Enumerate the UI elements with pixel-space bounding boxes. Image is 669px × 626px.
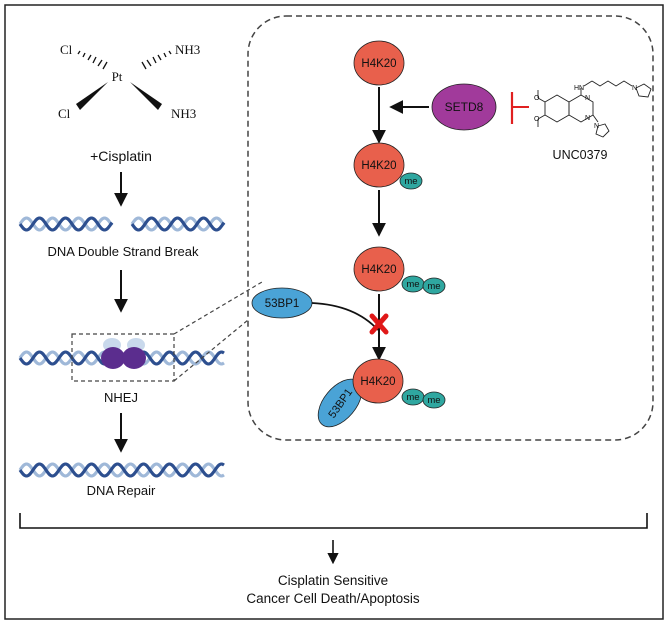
setd8-label: SETD8 [445, 100, 484, 114]
dsb-left-strand [18, 216, 114, 232]
outcome-line-2: Cancer Cell Death/Apoptosis [246, 591, 420, 606]
unc0379-atoms: HN N N N N O O [534, 85, 637, 130]
hashed-bond-nh3 [141, 50, 172, 70]
outcome-bracket [19, 513, 648, 529]
hashed-bond-cl [77, 50, 108, 70]
h4k20-node-3 [353, 246, 405, 292]
ku-protein-left [101, 347, 125, 369]
cl-bottom-atom: Cl [58, 106, 71, 121]
nh3-bottom-atom: NH3 [171, 106, 196, 121]
svg-text:N: N [585, 95, 590, 102]
nh3-top-atom: NH3 [175, 42, 200, 57]
repair-label: DNA Repair [87, 483, 156, 498]
zoom-line-top [173, 281, 263, 335]
zoom-line-bottom [173, 319, 249, 382]
bp53-free-label: 53BP1 [265, 298, 300, 310]
methyl-mark-c2 [422, 391, 446, 409]
h4k20-node-1 [353, 40, 405, 86]
methyl-mark-a [399, 172, 423, 190]
cl-top-atom: Cl [60, 42, 73, 57]
blocked-cross-icon [369, 313, 389, 335]
dsb-label: DNA Double Strand Break [47, 244, 199, 259]
arrow-53bp1-binding [311, 302, 379, 331]
svg-text:N: N [594, 123, 599, 130]
h4k20-label-1: H4K20 [361, 58, 396, 70]
svg-text:HN: HN [574, 85, 584, 92]
methyl-label-b2: me [427, 281, 440, 292]
nhej-zoom-box [71, 333, 175, 382]
setd8-enzyme [431, 83, 497, 131]
wedge-bond-nh3 [130, 82, 162, 110]
outcome-line-1: Cisplatin Sensitive [278, 573, 388, 588]
methyl-label-b1: me [406, 279, 419, 290]
nhej-label: NHEJ [104, 390, 138, 405]
repair-strand [18, 462, 225, 478]
pt-atom: Pt [112, 69, 123, 84]
h4k20-node-4 [352, 358, 404, 404]
dna-repaired-helix [18, 462, 225, 478]
methyl-label-c1: me [406, 392, 419, 403]
unc0379-structure [537, 80, 652, 138]
inset-panel [247, 15, 654, 441]
svg-text:N: N [632, 85, 637, 92]
cisplatin-label: +Cisplatin [90, 148, 152, 164]
dsb-left-strand [18, 216, 114, 232]
ku-protein-right [122, 347, 146, 369]
h4k20-label-3: H4K20 [361, 264, 396, 276]
wedge-bond-cl [76, 82, 108, 110]
outer-frame [4, 4, 664, 620]
methyl-mark-b2 [422, 277, 446, 295]
h4k20-label-2: H4K20 [361, 160, 396, 172]
methyl-label-a: me [404, 176, 417, 187]
dsb-right-strand [130, 216, 226, 232]
unc0379-label: UNC0379 [553, 148, 608, 162]
repair-strand [18, 462, 225, 478]
dna-break-helix [18, 216, 226, 232]
dsb-right-strand [130, 216, 226, 232]
svg-text:N: N [585, 115, 590, 122]
svg-text:O: O [534, 95, 540, 102]
svg-text:O: O [534, 116, 540, 123]
cisplatin-structure: Pt Cl NH3 Cl NH3 [58, 42, 200, 121]
h4k20-node-2 [353, 142, 405, 188]
methyl-label-c2: me [427, 395, 440, 406]
h4k20-label-4: H4K20 [360, 376, 395, 388]
